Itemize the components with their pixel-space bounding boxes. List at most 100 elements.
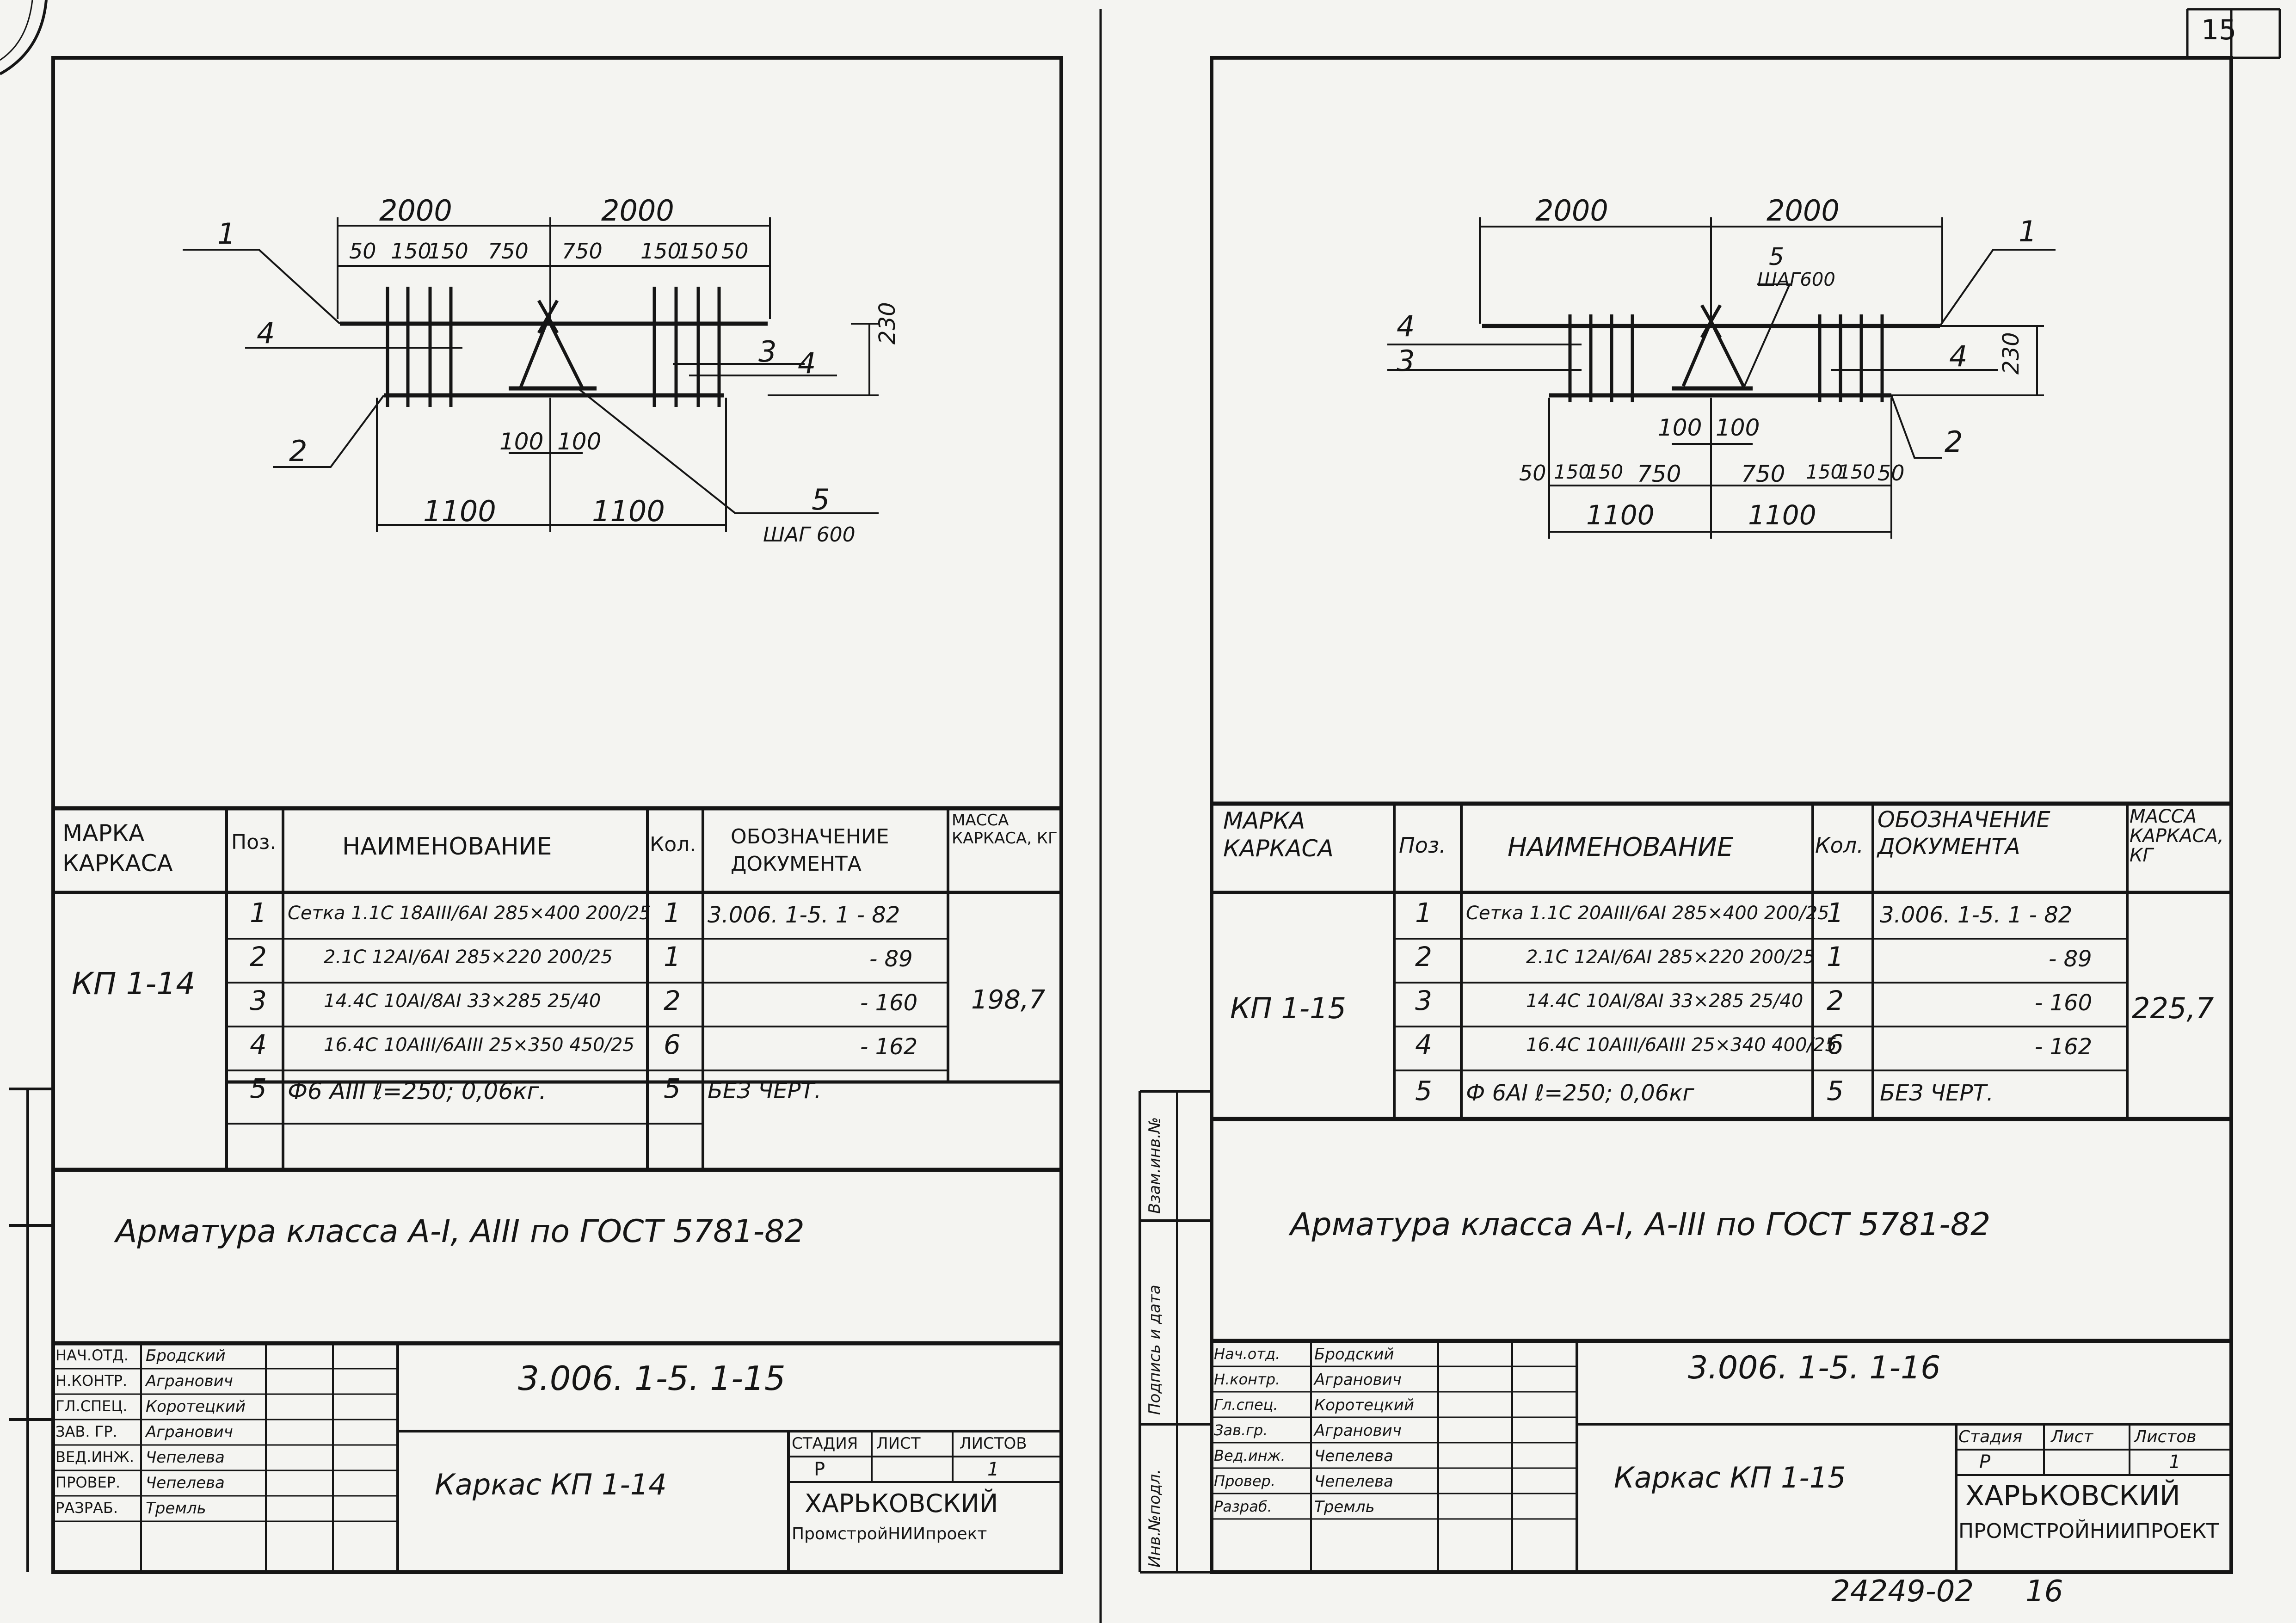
mark-value: КП 1-14: [72, 966, 196, 1002]
sheets-value: 1: [2169, 1451, 2181, 1473]
row-qty: 1: [664, 941, 681, 972]
sheet-label: Лист: [2051, 1427, 2093, 1446]
dim-spacing: 150: [428, 239, 468, 264]
row-pos: 1: [250, 897, 267, 928]
row-pos: 5: [1415, 1075, 1432, 1107]
staff-name: Агранович: [1314, 1421, 1402, 1440]
staff-name: Бродский: [146, 1346, 226, 1365]
dim-spacing: 150: [1586, 461, 1624, 483]
dim-top-right: 2000: [1767, 194, 1840, 227]
row-doc: - 160: [860, 990, 918, 1016]
dim-center: 100: [499, 428, 544, 455]
dim-bottom: 1100: [1586, 499, 1655, 531]
row-doc: 3.006. 1-5. 1 - 82: [1880, 902, 2073, 928]
dim-spacing: 150: [640, 239, 681, 264]
staff-role: Зав.гр.: [1214, 1421, 1268, 1439]
stage-label: Стадия: [1958, 1427, 2023, 1446]
callout-3: 3: [758, 335, 777, 369]
row-name: Ф6 АIII ℓ=250; 0,06кг.: [288, 1078, 547, 1105]
row-name: 14.4С 10АI/8АI 33×285 25/40: [324, 990, 601, 1012]
sheets-value: 1: [987, 1459, 999, 1480]
dim-spacing: 150: [1554, 461, 1591, 483]
row-doc: БЕЗ ЧЕРТ.: [1880, 1080, 1994, 1106]
row-doc: - 89: [2049, 946, 2092, 972]
row-name: Ф 6АI ℓ=250; 0,06кг: [1466, 1080, 1694, 1106]
staff-role: НАЧ.ОТД.: [55, 1346, 129, 1364]
dim-spacing: 150: [1806, 461, 1843, 483]
staff-name: Агранович: [146, 1423, 233, 1441]
org-name: ХАРЬКОВСКИЙ: [1965, 1480, 2180, 1512]
staff-name: Чепелева: [146, 1474, 225, 1492]
doc-code: 3.006. 1-5. 1-16: [1688, 1350, 1941, 1386]
page-number: 15: [2201, 14, 2237, 46]
sheets-label: ЛИСТОВ: [960, 1434, 1027, 1453]
org-name: ХАРЬКОВСКИЙ: [805, 1489, 998, 1518]
row-pos: 2: [250, 941, 267, 972]
header-doc: ОБОЗНАЧЕНИЕ ДОКУМЕНТА: [731, 825, 889, 876]
header-qty: Кол.: [1815, 833, 1864, 858]
callout-5: 5: [812, 483, 830, 516]
step-label: ШАГ600: [1757, 269, 1835, 290]
row-doc: 3.006. 1-5. 1 - 82: [708, 902, 900, 928]
row-doc: - 89: [869, 946, 913, 972]
staff-role: Вед.инж.: [1214, 1447, 1286, 1464]
callout-4: 4: [798, 346, 816, 380]
row-qty: 5: [664, 1073, 681, 1104]
dim-spacing: 750: [1741, 461, 1785, 487]
dim-spacing: 150: [391, 239, 431, 264]
row-qty: 5: [1827, 1075, 1844, 1107]
row-name: Сетка 1.1С 20АIII/6АI 285×400 200/25: [1466, 903, 1829, 924]
row-pos: 1: [1415, 897, 1432, 928]
row-pos: 3: [250, 985, 267, 1016]
staff-role: ЗАВ. ГР.: [55, 1423, 117, 1440]
header-mass: МАССА КАРКАСА, КГ: [2130, 806, 2224, 866]
header-mass: МАССА КАРКАСА, КГ: [952, 811, 1058, 848]
dim-spacing: 750: [562, 239, 603, 264]
dim-spacing: 750: [488, 239, 529, 264]
sheets-label: Листов: [2134, 1427, 2197, 1446]
staff-name: Тремль: [146, 1499, 206, 1518]
header-name: НАИМЕНОВАНИЕ: [1508, 832, 1734, 862]
stage-label: СТАДИЯ: [792, 1434, 858, 1453]
staff-name: Чепелева: [1314, 1472, 1393, 1491]
dim-spacing: 150: [677, 239, 718, 264]
callout-4: 4: [1397, 309, 1415, 343]
dim-spacing: 750: [1637, 461, 1681, 487]
footer-page: 16: [2025, 1574, 2063, 1609]
callout-4: 4: [1949, 339, 1968, 373]
staff-role: Гл.спец.: [1214, 1396, 1278, 1414]
dim-height: 230: [1998, 332, 2024, 375]
staff-name: Агранович: [146, 1372, 233, 1390]
row-pos: 2: [1415, 941, 1432, 972]
org-name: ПРОМСТРОЙНИИПРОЕКТ: [1958, 1519, 2219, 1543]
dim-top-left: 2000: [379, 194, 452, 227]
dim-spacing: 150: [1838, 461, 1876, 483]
row-pos: 5: [250, 1073, 267, 1104]
staff-name: Бродский: [1314, 1345, 1394, 1364]
step-label: ШАГ 600: [763, 523, 856, 547]
row-qty: 2: [1827, 985, 1844, 1016]
staff-role: ВЕД.ИНЖ.: [55, 1448, 134, 1466]
row-qty: 2: [664, 985, 681, 1016]
row-doc: - 160: [2035, 990, 2093, 1016]
dim-height: 230: [874, 302, 900, 344]
row-qty: 1: [1827, 897, 1844, 928]
dim-center: 100: [1658, 414, 1702, 441]
dim-bottom: 1100: [592, 494, 665, 528]
callout-2: 2: [1945, 425, 1963, 459]
doc-code: 3.006. 1-5. 1-15: [518, 1359, 786, 1398]
header-doc: ОБОЗНАЧЕНИЕ ДОКУМЕНТА: [1877, 807, 2050, 860]
staff-name: Агранович: [1314, 1371, 1402, 1389]
row-name: 16.4С 10АIII/6АIII 25×340 400/25: [1526, 1034, 1837, 1056]
row-qty: 6: [664, 1029, 681, 1060]
row-qty: 1: [664, 897, 681, 928]
row-name: 14.4С 10АI/8АI 33×285 25/40: [1526, 990, 1804, 1012]
row-pos: 4: [250, 1029, 267, 1060]
callout-4: 4: [257, 316, 275, 350]
callout-5: 5: [1769, 243, 1785, 271]
mark-value: КП 1-15: [1230, 991, 1347, 1025]
staff-name: Коротецкий: [146, 1397, 246, 1416]
callout-2: 2: [289, 434, 308, 468]
dim-center: 100: [1716, 414, 1760, 441]
staff-role: ПРОВЕР.: [55, 1474, 121, 1491]
